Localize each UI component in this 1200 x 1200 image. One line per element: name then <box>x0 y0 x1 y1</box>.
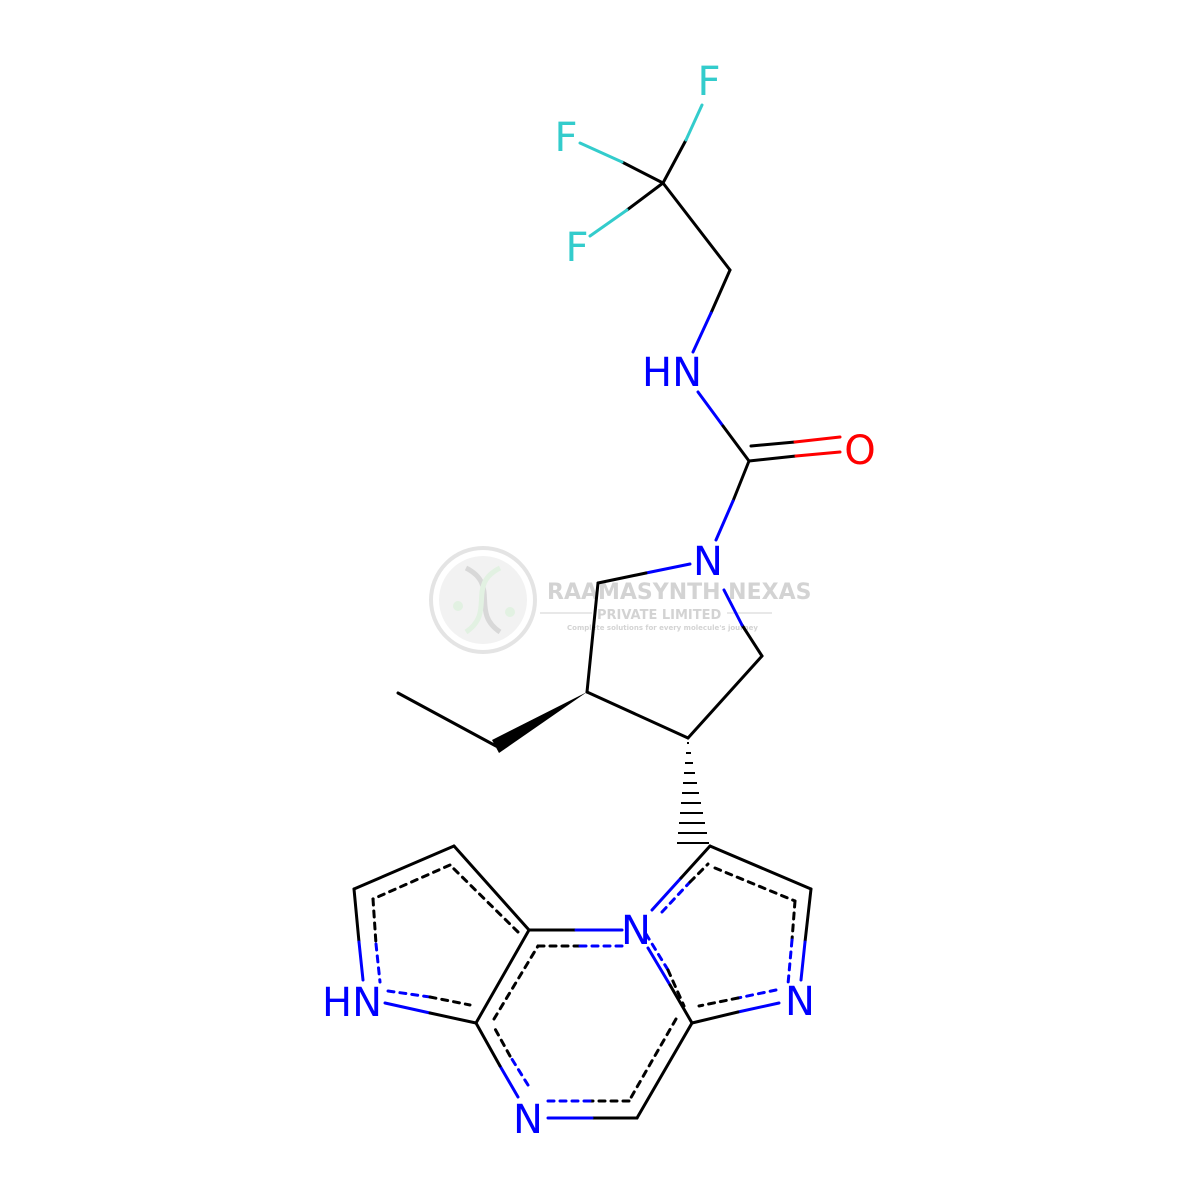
watermark-subtitle: PRIVATE LIMITED <box>597 608 722 623</box>
atom-nh-pyrrole: HN <box>322 980 382 1026</box>
bond-ch2-n <box>709 268 732 315</box>
watermark-tagline: Complete solutions for every molecule's … <box>567 624 758 632</box>
bond-c5-n-hetero <box>722 588 744 627</box>
bond-c11-c12 <box>708 844 813 891</box>
atom-n-bridge: N <box>621 908 651 954</box>
bonds <box>352 103 842 1120</box>
dna-helix-logo <box>429 546 537 654</box>
atom-nh-amide: HN <box>642 350 702 396</box>
bond-n13-c14-hetero <box>736 1001 781 1014</box>
bond-c14-c15 <box>635 1021 694 1120</box>
bond-c5-n <box>740 623 764 658</box>
bond-c2-c3 <box>585 581 600 694</box>
bond-c20-n21-hetero <box>357 940 365 982</box>
wedge-bond-ethyl <box>492 692 587 753</box>
bond-carbonyl-double-1-hetero <box>794 450 842 458</box>
bond-n-c2 <box>596 571 648 585</box>
watermark: RAAMASYNTH NEXAS PRIVATE LIMITED Complet… <box>429 546 811 654</box>
atom-f-left: F <box>554 115 577 161</box>
bond-c3-c4 <box>585 690 690 740</box>
atom-o-carbonyl: O <box>844 428 875 474</box>
watermark-company: RAAMASYNTH NEXAS <box>547 580 811 605</box>
bond-c-f-top-hetero <box>684 103 704 142</box>
bond-c-f-left-hetero <box>578 141 624 164</box>
atom-n-imidazole: N <box>785 979 815 1025</box>
bond-c20-n21 <box>352 887 361 944</box>
bond-n13-c14 <box>690 1010 740 1025</box>
bond-c4-c5 <box>686 654 764 740</box>
bond-carbonyl-double-2-hetero <box>793 435 842 444</box>
bond-n-c2-hetero <box>644 562 692 575</box>
atom-f-top: F <box>697 59 720 105</box>
bond-n16-c17-hetero <box>498 1064 520 1099</box>
atom-f-bottom: F <box>565 225 588 271</box>
atom-labels: F F F HN O N N N HN N <box>322 59 876 1143</box>
bond-n16-c17 <box>474 1021 502 1068</box>
bond-c17-c18 <box>474 928 531 1025</box>
bond-n21-c17-hetero <box>383 1001 432 1015</box>
bond-n10-c14-hetero <box>646 946 672 987</box>
bond-ch2-n-hetero <box>691 311 713 354</box>
bond-ethyl-ch2-ch3 <box>396 691 498 748</box>
hashed-wedge-bond <box>677 742 709 844</box>
bond-carbonyl-n-hetero <box>714 499 735 542</box>
bond-nh-carbonyl <box>721 424 751 463</box>
bond-carbonyl-double-1 <box>747 454 798 463</box>
bond-n10-c11 <box>679 844 712 880</box>
bond-carbonyl-double-2 <box>749 440 797 448</box>
bond-n21-c17 <box>428 1011 478 1025</box>
bond-cf3-ch2 <box>661 181 732 272</box>
bond-c-f-bottom <box>625 181 665 212</box>
bond-c12-n13 <box>803 887 813 944</box>
bond-carbonyl-n <box>731 459 751 503</box>
bond-nh-carbonyl-hetero <box>696 390 725 428</box>
bond-n10-c14 <box>668 983 694 1025</box>
bond-c12-n13-hetero <box>799 940 807 982</box>
bond-c-f-bottom-hetero <box>588 208 629 238</box>
atom-n-pyrrolidine: N <box>693 539 723 585</box>
bond-n10-c11-hetero <box>650 876 683 912</box>
bond-c-f-top <box>661 138 688 185</box>
bond-c18-c19 <box>452 844 531 932</box>
atom-n-pyrazine: N <box>513 1097 543 1143</box>
bond-c-f-left <box>620 160 665 185</box>
bond-c19-c20 <box>352 844 456 891</box>
aromatic-dashes <box>371 862 797 1103</box>
